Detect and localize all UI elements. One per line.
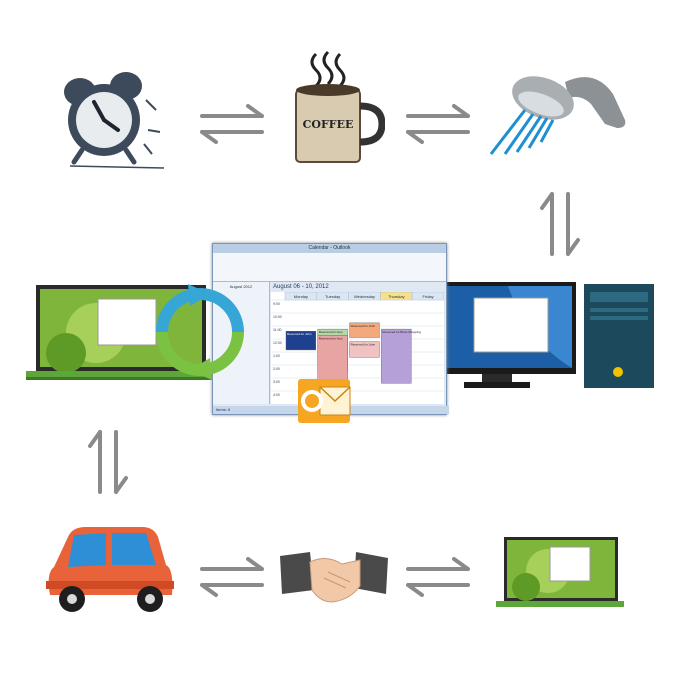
outlook-logo-icon (298, 373, 354, 425)
laptop-right-icon (496, 535, 626, 611)
day-label: Thursday (388, 294, 405, 299)
time-label: 12:00 (273, 341, 282, 345)
time-label: 11:00 (273, 328, 282, 332)
mini-month-label: August 2012 (229, 284, 253, 289)
calendar-event-label: Reserved for Amy (319, 336, 343, 340)
bidirectional-arrow-horizontal-icon (198, 104, 266, 144)
calendar-event-label: Reserved for John (351, 343, 376, 347)
desktop-computer-icon (418, 282, 658, 392)
coffee-label: COFFEE (302, 118, 354, 131)
calendar-event (349, 322, 380, 338)
day-label: Monday (294, 294, 308, 299)
time-label: 1:00 (273, 354, 280, 358)
calendar-event-label: Reserved for Brian Shopping (382, 330, 421, 334)
window-titlebar: Calendar - Outlook (213, 244, 446, 253)
time-label: 3:00 (273, 380, 280, 384)
ribbon (213, 253, 446, 282)
day-label: Tuesday (325, 294, 340, 299)
date-range: August 06 - 10, 2012 (273, 284, 329, 290)
time-label: 10:00 (273, 315, 282, 319)
calendar-event (381, 328, 412, 384)
bidirectional-arrow-horizontal-icon (404, 104, 472, 144)
calendar-event (285, 331, 316, 351)
sync-icon (152, 284, 248, 380)
coffee-mug-icon: COFFEE (290, 50, 385, 165)
day-label: Wednesday (354, 294, 375, 299)
bidirectional-arrow-vertical-icon (540, 190, 580, 258)
calendar-event (317, 335, 348, 388)
alarm-clock-icon (60, 70, 170, 170)
calendar-event (349, 341, 380, 358)
time-label: 9:00 (273, 302, 280, 306)
time-label: 2:00 (273, 367, 280, 371)
car-icon (46, 525, 176, 615)
day-label: Friday (423, 294, 434, 299)
handshake-icon (280, 548, 390, 608)
calendar-event-label: Reserved for John (287, 332, 312, 336)
time-label: 4:00 (273, 393, 280, 397)
calendar-grid: Monday Tuesday Wednesday Thursday Friday 9:00… (271, 292, 444, 404)
shower-head-icon (485, 68, 630, 163)
bidirectional-arrow-horizontal-icon (198, 557, 266, 597)
calendar-event-label: Reserved for Amy (319, 330, 343, 334)
calendar-event-label: Reserved for John (351, 324, 376, 328)
bidirectional-arrow-vertical-icon (88, 428, 128, 496)
bidirectional-arrow-horizontal-icon (404, 557, 472, 597)
